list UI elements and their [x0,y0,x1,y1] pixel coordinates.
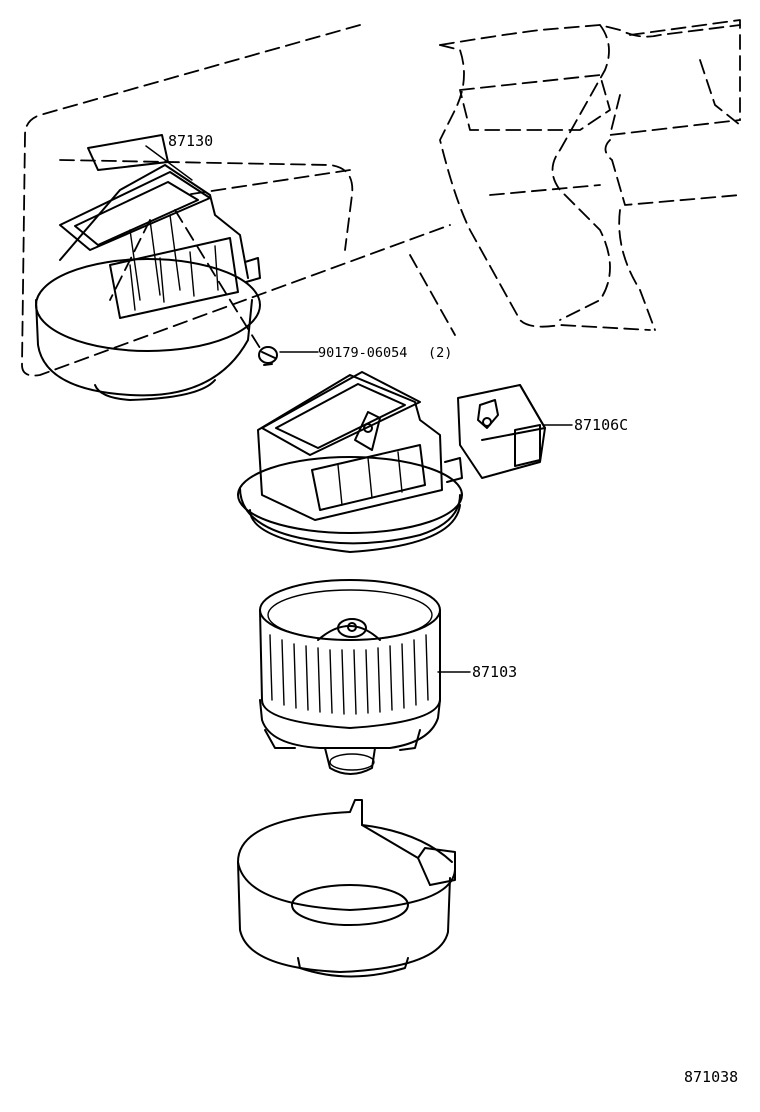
label-screw-part-number: 90179-06054 [318,345,407,361]
installed-blower-assembly [35,134,261,401]
blower-motor-fan [259,579,441,775]
blower-resistor [457,384,546,479]
upper-blower-case [237,371,463,553]
leader-87130 [145,145,193,181]
figure-code: 871038 [684,1068,738,1086]
dashboard-outline [21,19,741,377]
label-case-assembly: 87130 [168,132,213,150]
label-motor: 87103 [472,663,517,681]
lower-blower-case [237,799,456,978]
screw-part [258,346,278,366]
label-resistor: 87106C [574,416,628,434]
label-screw-quantity: (2) [428,345,452,361]
